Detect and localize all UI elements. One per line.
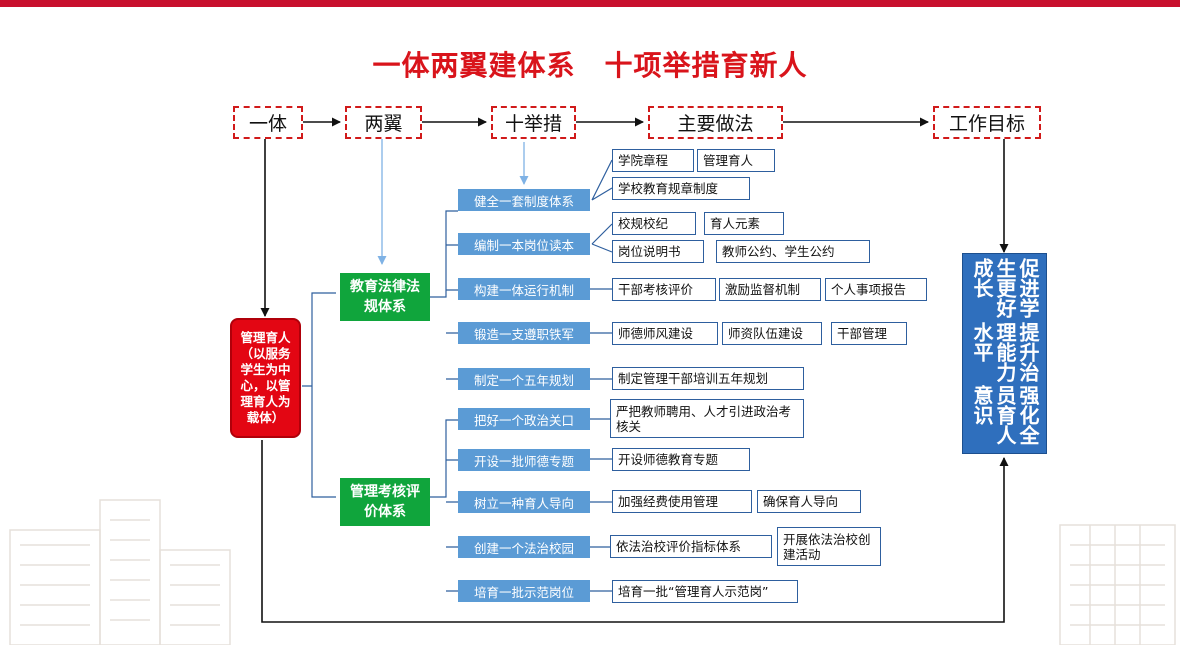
practice-item: 激励监督机制 (719, 278, 821, 301)
goal-line-3: 强化全员育人意识 (970, 385, 1040, 446)
practice-item: 师资队伍建设 (722, 322, 822, 345)
wing-assessment-system: 管理考核评价体系 (340, 478, 430, 526)
practice-item: 干部考核评价 (612, 278, 716, 301)
measure-6: 把好一个政治关口 (458, 408, 590, 430)
header-yiti: 一体 (233, 106, 303, 139)
goal-line-2: 提升治理能力水平 (970, 321, 1040, 382)
measure-7: 开设一批师德专题 (458, 449, 590, 471)
practice-item: 制定管理干部培训五年规划 (612, 367, 804, 390)
measure-2: 编制一本岗位读本 (458, 233, 590, 255)
practice-item: 开展依法治校创建活动 (777, 527, 881, 566)
header-shijucuo: 十举措 (491, 106, 576, 139)
measure-9: 创建一个法治校园 (458, 536, 590, 558)
measure-1: 健全一套制度体系 (458, 189, 590, 211)
measure-10: 培育一批示范岗位 (458, 580, 590, 602)
practice-item: 培育一批“管理育人示范岗” (612, 580, 798, 603)
practice-item: 严把教师聘用、人才引进政治考核关 (610, 399, 804, 438)
measure-5: 制定一个五年规划 (458, 368, 590, 390)
practice-item: 开设师德教育专题 (612, 448, 750, 471)
practice-item: 学院章程 (612, 149, 694, 172)
measure-3: 构建一体运行机制 (458, 278, 590, 300)
header-liangyi: 两翼 (345, 106, 422, 139)
practice-item: 管理育人 (697, 149, 775, 172)
practice-item: 育人元素 (704, 212, 784, 235)
practice-item: 干部管理 (831, 322, 907, 345)
practice-item: 岗位说明书 (612, 240, 704, 263)
practice-item: 个人事项报告 (825, 278, 927, 301)
header-zhuyaozuofa: 主要做法 (648, 106, 783, 139)
top-red-bar (0, 0, 1180, 7)
core-management-box: 管理育人（以服务学生为中心，以管理育人为载体） (230, 318, 301, 438)
measure-4: 锻造一支遵职铁军 (458, 322, 590, 344)
header-gongzuomubiao: 工作目标 (933, 106, 1041, 139)
practice-item: 学校教育规章制度 (612, 177, 750, 200)
practice-item: 依法治校评价指标体系 (610, 535, 772, 558)
building-decoration-right (1059, 524, 1176, 645)
goal-line-1: 促进学生更好成长 (970, 258, 1040, 318)
practice-item: 加强经费使用管理 (612, 490, 752, 513)
practice-item: 校规校纪 (612, 212, 696, 235)
building-decoration-left (9, 499, 231, 645)
practice-item: 教师公约、学生公约 (716, 240, 870, 263)
wing-legal-system: 教育法律法规体系 (340, 273, 430, 321)
practice-item: 确保育人导向 (757, 490, 861, 513)
practice-item: 师德师风建设 (612, 322, 718, 345)
page-title: 一体两翼建体系 十项举措育新人 (372, 49, 808, 82)
measure-8: 树立一种育人导向 (458, 491, 590, 513)
goal-box: 促进学生更好成长 提升治理能力水平 强化全员育人意识 (962, 253, 1047, 454)
